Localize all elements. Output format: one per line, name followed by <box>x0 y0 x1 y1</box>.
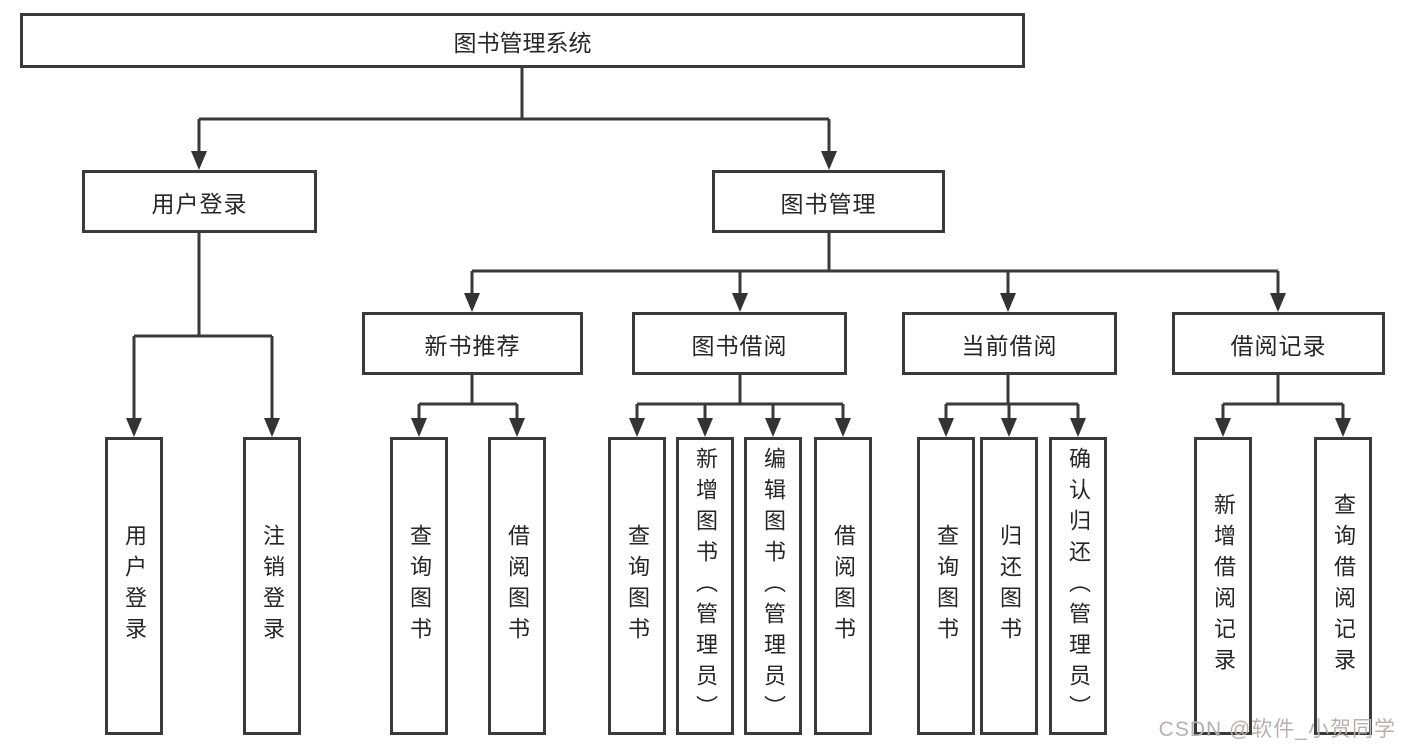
leaf-bb-edit-books-admin: 编辑图书（管理员） <box>744 437 802 735</box>
connector-book-borrow-to-children <box>629 375 851 437</box>
arrow-down-icon <box>1270 293 1286 312</box>
arrow-down-icon <box>765 418 781 437</box>
leaf-cb-query-books: 查询图书 <box>917 437 975 735</box>
leaf-nbr-borrow-books: 借阅图书 <box>488 437 546 735</box>
arrow-down-icon <box>835 418 851 437</box>
arrow-down-icon <box>126 418 142 437</box>
node-new-book-recommend: 新书推荐 <box>362 312 583 375</box>
leaf-bb-borrow-books-label: 借阅图书 <box>831 524 856 648</box>
connector-user-login-to-children <box>126 233 280 437</box>
leaf-cb-query-books-label: 查询图书 <box>934 524 959 648</box>
arrow-down-icon <box>264 418 280 437</box>
csdn-watermark: CSDN @软件_小贺同学 <box>1158 718 1396 741</box>
arrow-down-icon <box>464 293 480 312</box>
arrow-down-icon <box>1000 293 1016 312</box>
node-root: 图书管理系统 <box>20 13 1025 68</box>
leaf-br-add-borrow-record-label: 新增借阅记录 <box>1211 493 1236 679</box>
leaf-user-login-label: 用户登录 <box>122 524 147 648</box>
arrow-down-icon <box>1001 418 1017 437</box>
arrow-down-icon <box>509 418 525 437</box>
arrow-down-icon <box>697 418 713 437</box>
leaf-bb-query-books: 查询图书 <box>608 437 666 735</box>
leaf-logout: 注销登录 <box>243 437 301 735</box>
node-new-book-recommend-label: 新书推荐 <box>424 332 521 359</box>
connector-book-management-to-level3 <box>464 233 1286 312</box>
leaf-br-query-borrow-record: 查询借阅记录 <box>1314 437 1372 735</box>
arrow-down-icon <box>191 151 207 170</box>
leaf-logout-label: 注销登录 <box>260 524 285 648</box>
leaf-nbr-borrow-books-label: 借阅图书 <box>505 524 530 648</box>
node-book-management: 图书管理 <box>712 170 945 233</box>
leaf-cb-confirm-return-admin-label: 确认归还（管理员） <box>1066 446 1091 726</box>
node-book-borrow: 图书借阅 <box>632 312 847 375</box>
leaf-bb-borrow-books: 借阅图书 <box>814 437 872 735</box>
arrow-down-icon <box>821 151 837 170</box>
connector-new-book-recommend-to-children <box>411 375 525 437</box>
leaf-cb-return-books: 归还图书 <box>980 437 1038 735</box>
arrow-down-icon <box>1335 418 1351 437</box>
node-book-borrow-label: 图书借阅 <box>691 332 788 359</box>
leaf-br-add-borrow-record: 新增借阅记录 <box>1194 437 1252 735</box>
leaf-bb-add-books-admin: 新增图书（管理员） <box>676 437 734 735</box>
connector-root-to-level2 <box>191 68 837 170</box>
leaf-bb-add-books-admin-label: 新增图书（管理员） <box>693 446 718 726</box>
arrow-down-icon <box>938 418 954 437</box>
node-book-management-label: 图书管理 <box>780 190 877 217</box>
leaf-bb-edit-books-admin-label: 编辑图书（管理员） <box>761 446 786 726</box>
leaf-br-query-borrow-record-label: 查询借阅记录 <box>1331 493 1356 679</box>
leaf-cb-confirm-return-admin: 确认归还（管理员） <box>1049 437 1107 735</box>
node-user-login-label: 用户登录 <box>151 190 248 217</box>
leaf-bb-query-books-label: 查询图书 <box>625 524 650 648</box>
node-borrow-record-label: 借阅记录 <box>1230 332 1327 359</box>
arrow-down-icon <box>629 418 645 437</box>
connector-current-borrow-to-children <box>938 375 1086 437</box>
leaf-cb-return-books-label: 归还图书 <box>997 524 1022 648</box>
leaf-nbr-query-books-label: 查询图书 <box>407 524 432 648</box>
arrow-down-icon <box>411 418 427 437</box>
node-borrow-record: 借阅记录 <box>1172 312 1385 375</box>
node-user-login: 用户登录 <box>82 170 317 233</box>
arrow-down-icon <box>732 293 748 312</box>
arrow-down-icon <box>1070 418 1086 437</box>
leaf-nbr-query-books: 查询图书 <box>390 437 448 735</box>
arrow-down-icon <box>1215 418 1231 437</box>
node-root-label: 图书管理系统 <box>453 29 592 56</box>
leaf-user-login: 用户登录 <box>105 437 163 735</box>
node-current-borrow: 当前借阅 <box>902 312 1117 375</box>
node-current-borrow-label: 当前借阅 <box>961 332 1058 359</box>
connector-borrow-record-to-children <box>1215 375 1351 437</box>
